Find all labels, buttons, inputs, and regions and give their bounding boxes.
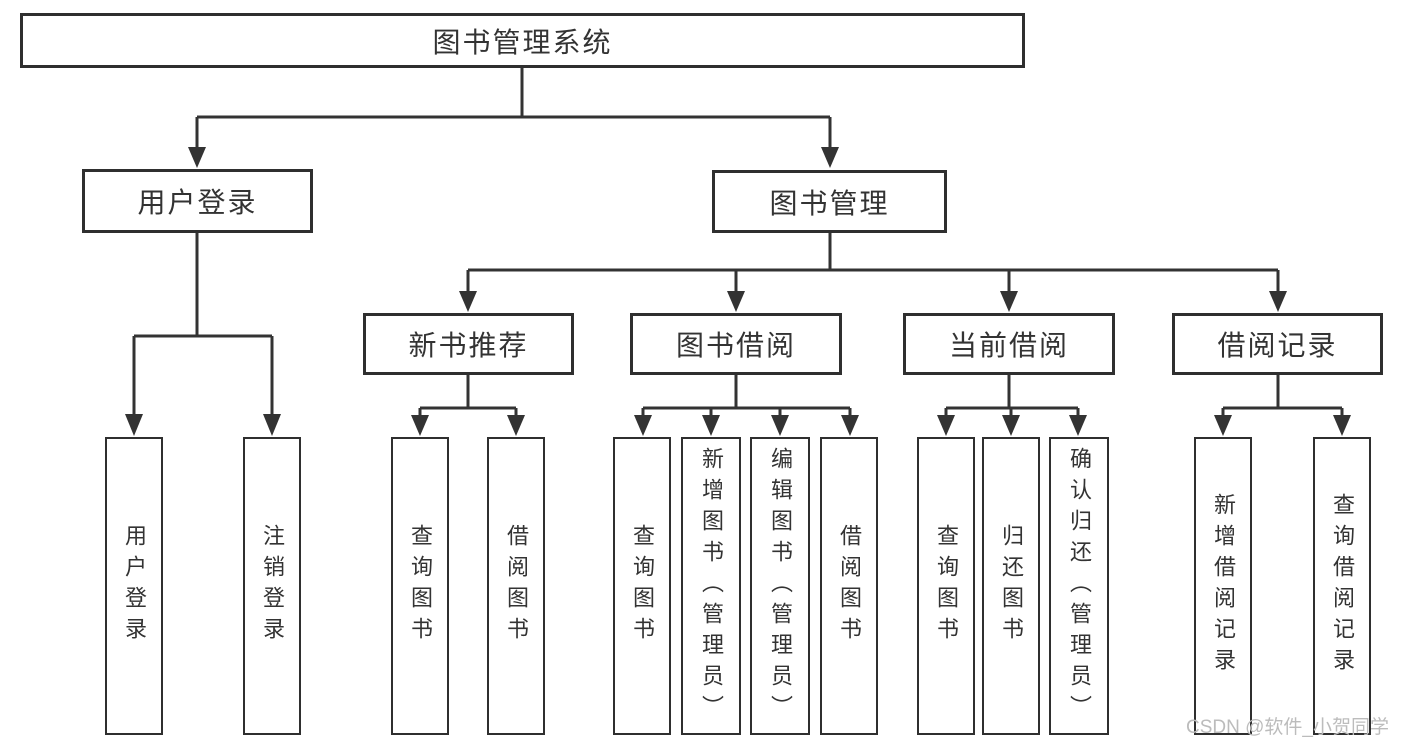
arrowhead	[1069, 415, 1087, 436]
leaf-newrec-query-books-label: 查询图书	[408, 524, 433, 648]
connector-userlogin-to-leaves	[125, 233, 281, 436]
arrowhead	[125, 414, 143, 436]
leaf-logout: 注销登录	[243, 437, 301, 735]
arrowhead	[841, 415, 859, 436]
node-user-login-label: 用户登录	[137, 187, 258, 218]
node-book-borrow: 图书借阅	[630, 313, 842, 375]
connector-root-to-level2	[188, 68, 839, 168]
leaf-current-return-books: 归还图书	[982, 437, 1040, 735]
arrowhead	[263, 414, 281, 436]
node-book-management-label: 图书管理	[769, 187, 890, 219]
arrowhead	[1000, 291, 1018, 312]
leaf-current-confirm-return-admin-label: 确认归还（管理员）	[1067, 446, 1092, 726]
arrowhead	[771, 415, 789, 436]
node-user-login: 用户登录	[82, 169, 313, 233]
leaf-user-login-label: 用户登录	[122, 524, 147, 648]
node-library-system-label: 图书管理系统	[432, 26, 613, 58]
node-current-borrow-label: 当前借阅	[948, 330, 1069, 361]
connector-borrow-to-leaves	[634, 375, 859, 436]
node-borrow-records-label: 借阅记录	[1217, 330, 1338, 361]
leaf-borrow-edit-books-admin: 编辑图书（管理员）	[750, 437, 810, 735]
leaf-current-return-books-label: 归还图书	[999, 524, 1024, 648]
arrowhead	[507, 415, 525, 436]
node-new-book-recommend-label: 新书推荐	[408, 330, 529, 361]
arrowhead	[1269, 291, 1287, 312]
connector-bookmgmt-to-level3	[459, 233, 1287, 312]
leaf-borrow-add-books-admin: 新增图书（管理员）	[681, 437, 741, 735]
leaf-newrec-borrow-books-label: 借阅图书	[504, 524, 529, 648]
arrowhead	[702, 415, 720, 436]
arrowhead	[1333, 415, 1351, 436]
arrowhead	[727, 291, 745, 312]
leaf-borrow-borrow-books-label: 借阅图书	[837, 524, 862, 648]
connector-current-to-leaves	[937, 375, 1087, 436]
node-book-borrow-label: 图书借阅	[675, 330, 796, 361]
leaf-current-query-books-label: 查询图书	[934, 524, 959, 648]
leaf-records-query-record: 查询借阅记录	[1313, 437, 1371, 735]
node-current-borrow: 当前借阅	[903, 313, 1115, 375]
leaf-borrow-query-books: 查询图书	[613, 437, 671, 735]
leaf-user-login: 用户登录	[105, 437, 163, 735]
arrowhead	[411, 415, 429, 436]
leaf-current-confirm-return-admin: 确认归还（管理员）	[1049, 437, 1109, 735]
leaf-records-add-record: 新增借阅记录	[1194, 437, 1252, 735]
arrowhead	[821, 147, 839, 168]
connector-records-to-leaves	[1214, 375, 1351, 436]
leaf-borrow-query-books-label: 查询图书	[630, 524, 655, 648]
leaf-logout-label: 注销登录	[260, 524, 285, 648]
leaf-newrec-borrow-books: 借阅图书	[487, 437, 545, 735]
node-borrow-records: 借阅记录	[1172, 313, 1383, 375]
arrowhead	[459, 291, 477, 312]
arrowhead	[188, 147, 206, 168]
leaf-records-add-record-label: 新增借阅记录	[1211, 493, 1236, 679]
arrowhead	[634, 415, 652, 436]
leaf-borrow-borrow-books: 借阅图书	[820, 437, 878, 735]
leaf-borrow-edit-books-admin-label: 编辑图书（管理员）	[768, 446, 793, 726]
leaf-borrow-add-books-admin-label: 新增图书（管理员）	[699, 446, 724, 726]
connector-newrec-to-leaves	[411, 375, 525, 436]
leaf-records-query-record-label: 查询借阅记录	[1330, 493, 1355, 679]
node-new-book-recommend: 新书推荐	[363, 313, 574, 375]
arrowhead	[1214, 415, 1232, 436]
arrowhead	[1002, 415, 1020, 436]
leaf-newrec-query-books: 查询图书	[391, 437, 449, 735]
leaf-current-query-books: 查询图书	[917, 437, 975, 735]
node-book-management: 图书管理	[712, 170, 947, 233]
arrowhead	[937, 415, 955, 436]
node-library-system: 图书管理系统	[20, 13, 1025, 68]
csdn-watermark: CSDN @软件_小贺同学	[1186, 717, 1389, 738]
